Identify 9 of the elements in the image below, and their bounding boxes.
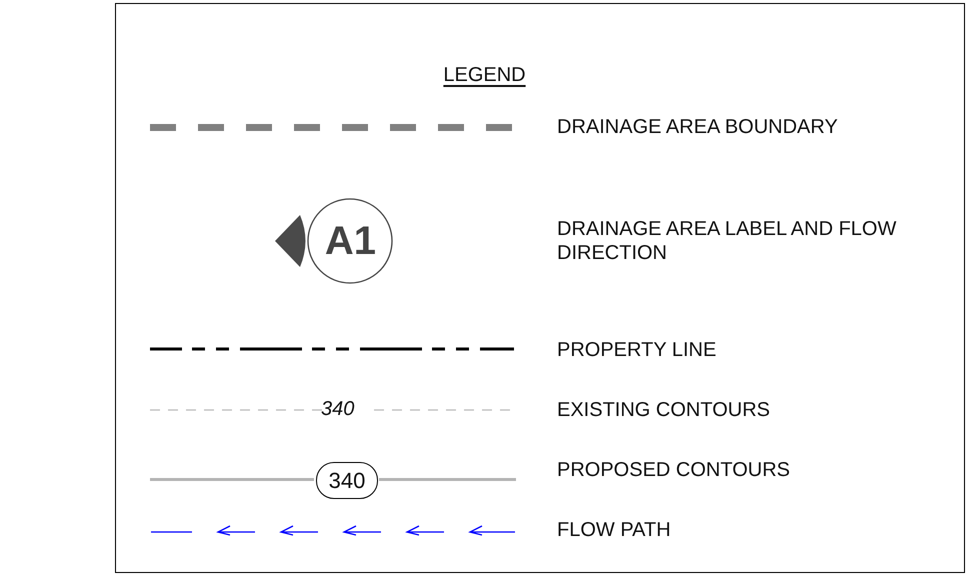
legend-text: DRAINAGE AREA LABEL AND FLOW DIRECTION [557,217,898,265]
legend-text: DRAINAGE AREA BOUNDARY [557,115,839,139]
contour-label-pill: 340 [316,462,378,499]
legend-title: LEGEND [443,64,526,86]
legend-text: PROPOSED CONTOURS [557,458,791,482]
legend-text: PROPERTY LINE [557,338,718,362]
legend-text: FLOW PATH [557,518,672,542]
legend-text: EXISTING CONTOURS [557,398,771,422]
contour-elevation: 340 [321,398,354,421]
